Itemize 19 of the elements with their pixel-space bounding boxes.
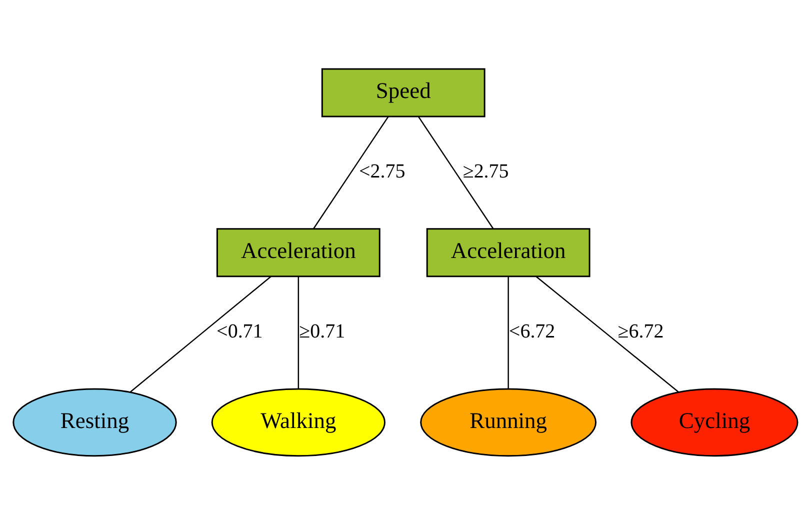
node-ellipse: Resting xyxy=(12,388,177,456)
connector xyxy=(312,116,389,229)
edge-label: ≥6.72 xyxy=(618,320,664,342)
connector xyxy=(130,275,272,392)
edge-label: ≥2.75 xyxy=(462,160,509,182)
connector xyxy=(508,276,509,388)
node-ellipse: Cycling xyxy=(630,388,798,456)
node-box: Acceleration xyxy=(426,228,590,277)
node-box: Speed xyxy=(321,68,486,117)
node-box: Acceleration xyxy=(216,228,380,277)
connector xyxy=(536,275,679,392)
edge-label: <0.71 xyxy=(216,320,263,342)
edge-label: <2.75 xyxy=(359,160,406,182)
connector xyxy=(298,276,300,388)
node-ellipse: Running xyxy=(420,388,597,456)
connector xyxy=(418,116,494,229)
edge-label: <6.72 xyxy=(508,320,556,342)
node-ellipse: Walking xyxy=(211,388,386,456)
edge-label: ≥0.71 xyxy=(299,320,346,342)
